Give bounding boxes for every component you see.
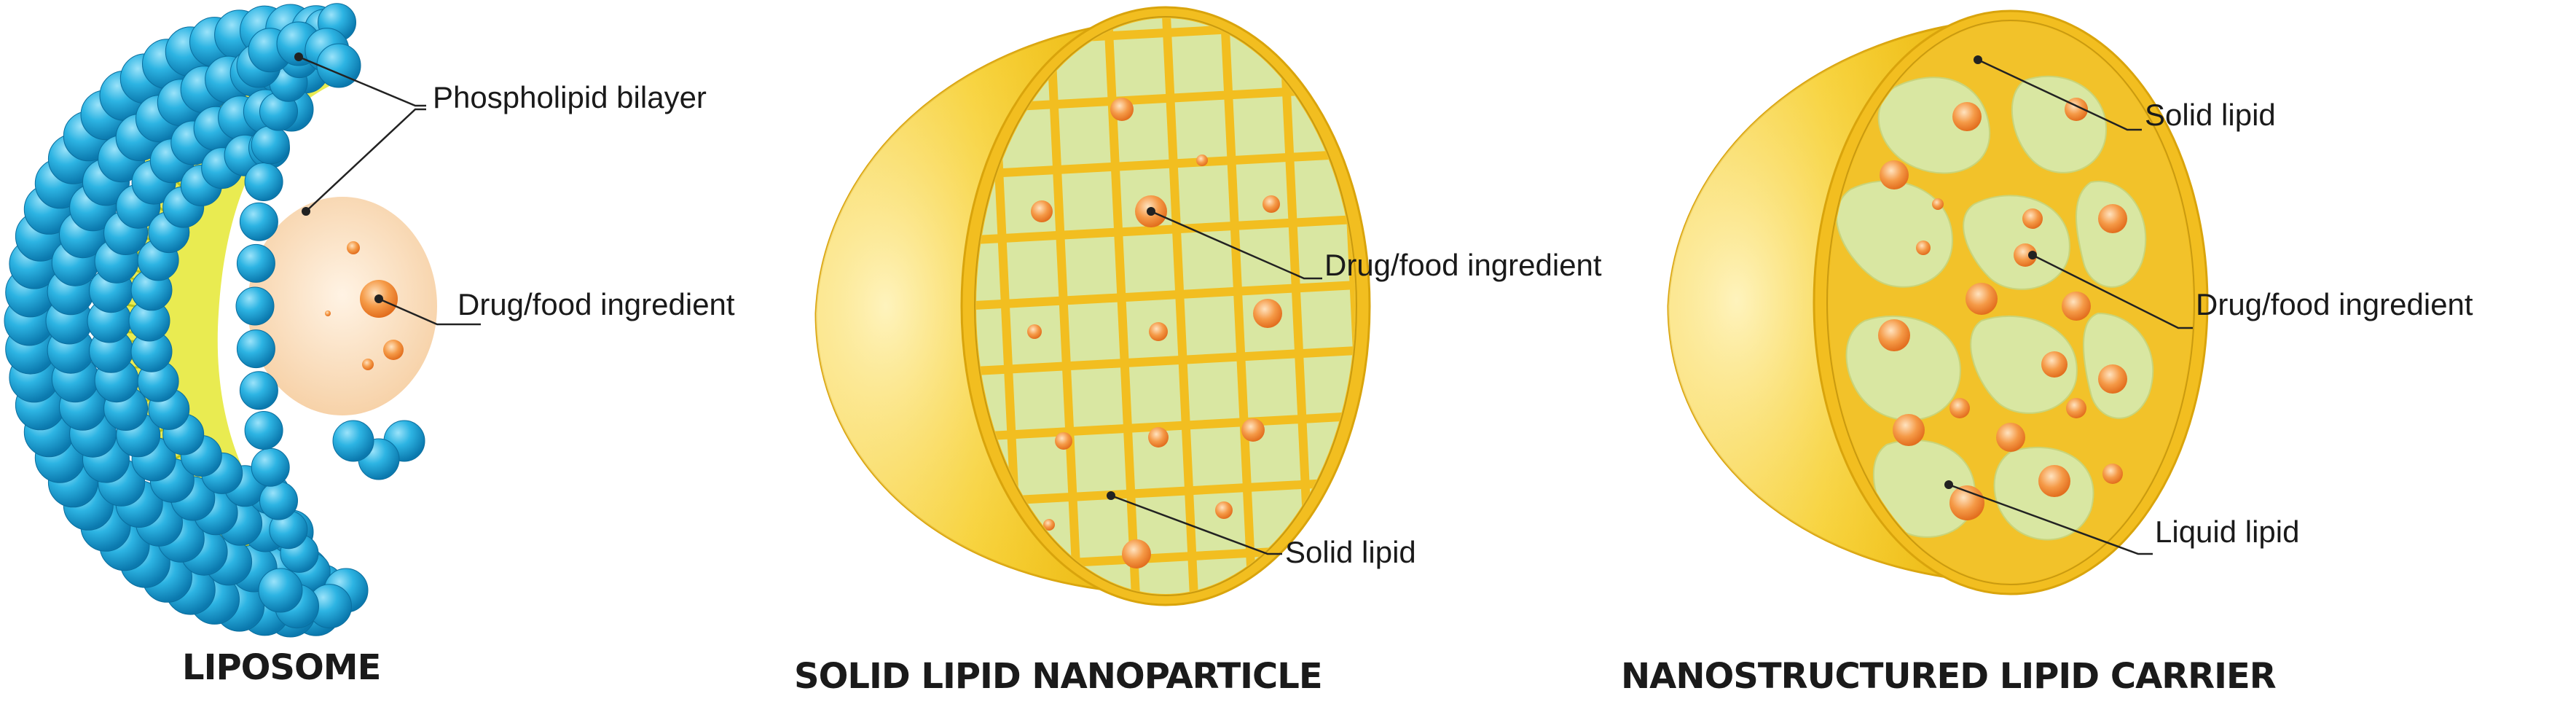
drug-droplet xyxy=(1949,398,1970,418)
core-droplet xyxy=(325,310,331,316)
drug-droplet xyxy=(1966,283,1998,315)
phospholipid-head xyxy=(251,125,290,165)
drug-droplet xyxy=(1031,200,1053,222)
title-nlc: NANOSTRUCTURED LIPID CARRIER xyxy=(1621,656,2276,697)
phospholipid-head xyxy=(239,202,278,241)
drug-droplet xyxy=(1055,432,1072,450)
core-droplet xyxy=(383,340,404,360)
drug-droplet xyxy=(1027,324,1042,339)
nlc-droplets xyxy=(1878,98,2127,520)
label-solid-lipid-sln: Solid lipid xyxy=(1285,535,1416,569)
sln-illustration xyxy=(814,6,1371,606)
label-phospholipid-bilayer: Phospholipid bilayer xyxy=(433,80,707,114)
drug-droplet xyxy=(1880,160,1909,189)
title-sln: SOLID LIPID NANOPARTICLE xyxy=(794,656,1322,697)
drug-droplet xyxy=(1253,299,1282,328)
sln-leaders xyxy=(1107,207,1322,555)
drug-droplet xyxy=(2098,204,2127,233)
phospholipid-head xyxy=(239,371,278,410)
sln-droplets xyxy=(1027,98,1340,568)
label-drug-food-ingredient-nlc: Drug/food ingredient xyxy=(2196,287,2473,321)
drug-droplet xyxy=(1932,198,1944,210)
drug-droplet xyxy=(2014,243,2037,267)
drug-droplet xyxy=(1878,319,1910,351)
liposome-illustration xyxy=(4,3,437,638)
phospholipid-head xyxy=(236,243,275,283)
phospholipid-head xyxy=(235,286,275,326)
label-drug-food-ingredient-sln: Drug/food ingredient xyxy=(1324,248,1602,282)
drug-droplet xyxy=(1893,414,1925,446)
label-solid-lipid-nlc: Solid lipid xyxy=(2145,98,2276,132)
title-liposome: LIPOSOME xyxy=(182,647,380,688)
label-drug-food-ingredient-liposome: Drug/food ingredient xyxy=(458,287,735,321)
core-droplet xyxy=(362,359,374,370)
phospholipid-head xyxy=(244,163,283,201)
phospholipid-head xyxy=(259,481,298,520)
phospholipid-head xyxy=(332,420,374,462)
drug-droplet xyxy=(1110,98,1134,121)
drug-droplet xyxy=(2038,465,2070,497)
drug-droplet xyxy=(2062,292,2091,321)
drug-droplet xyxy=(2022,208,2043,229)
drug-droplet xyxy=(1916,241,1931,255)
drug-droplet xyxy=(1263,195,1280,213)
drug-droplet xyxy=(1148,427,1169,448)
phospholipid-head xyxy=(244,411,283,450)
aqueous-core xyxy=(248,197,437,415)
nlc-leaders xyxy=(1944,55,2193,555)
drug-droplet xyxy=(2102,464,2123,484)
drug-droplet xyxy=(1241,418,1265,442)
drug-droplet xyxy=(1122,539,1151,568)
drug-droplet xyxy=(1215,501,1233,519)
drug-droplet xyxy=(1952,102,1982,131)
drug-droplet xyxy=(1043,519,1055,531)
phospholipid-heads xyxy=(4,3,425,638)
drug-droplet xyxy=(2098,364,2127,394)
drug-droplet xyxy=(1326,496,1340,510)
core-droplet xyxy=(347,241,360,254)
drug-droplet xyxy=(2041,351,2068,378)
drug-droplet xyxy=(1996,423,2025,452)
phospholipid-head xyxy=(258,568,303,613)
drug-droplet xyxy=(1196,155,1208,166)
drug-droplet xyxy=(1149,322,1168,341)
phospholipid-head xyxy=(316,43,361,88)
nlc-illustration xyxy=(1667,9,2209,595)
phospholipid-head xyxy=(236,329,275,369)
phospholipid-head xyxy=(251,448,290,487)
liposome-leaders xyxy=(294,52,481,326)
drug-droplet xyxy=(2066,398,2086,418)
label-liquid-lipid: Liquid lipid xyxy=(2155,515,2299,549)
